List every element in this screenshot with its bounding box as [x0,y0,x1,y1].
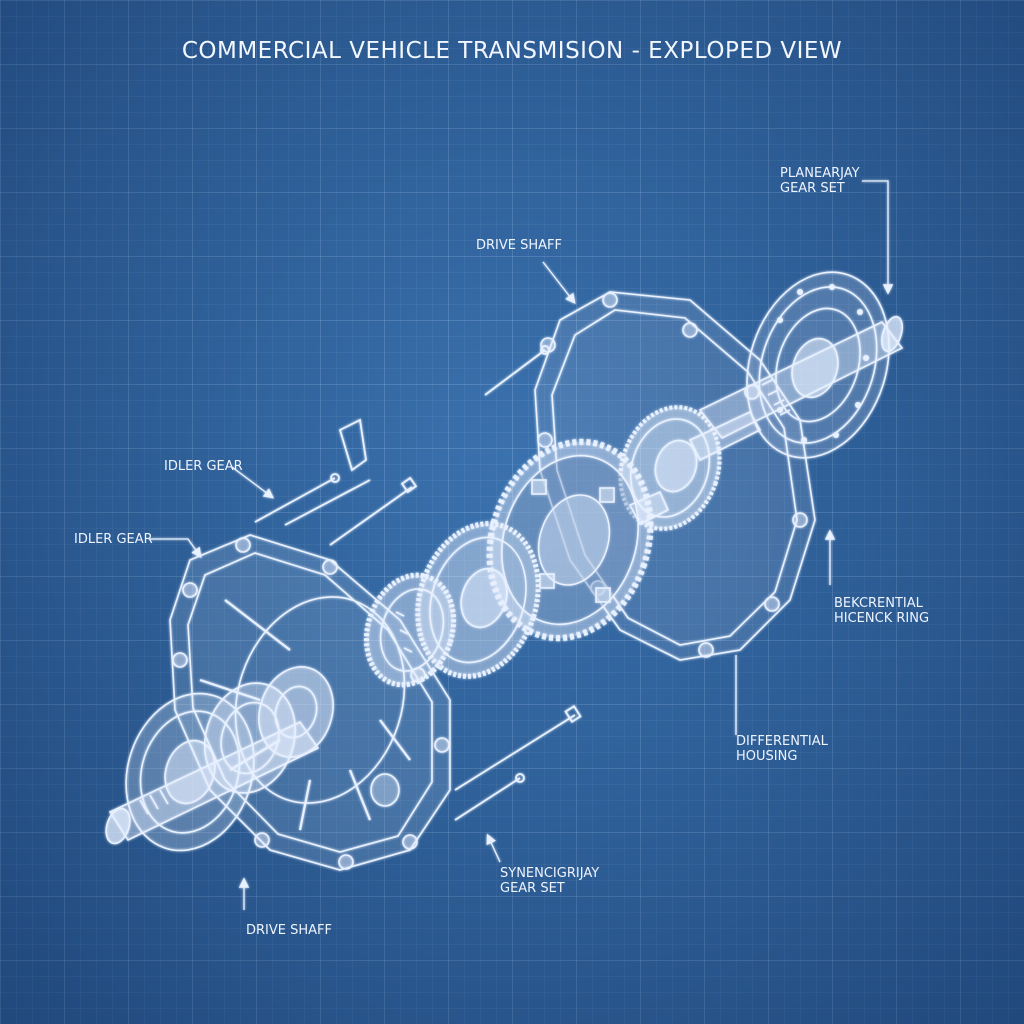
label-synchro-line2: GEAR SET [500,881,565,896]
label-differential-ring: BEKCRENTIAL HICENCK RING [834,596,929,626]
label-housing-line2: HOUSING [736,749,798,764]
label-planetary-line2: GEAR SET [780,181,845,196]
label-differential-housing: DIFFERENTIAL HOUSING [736,734,828,764]
page-title: COMMERCIAL VEHICLE TRANSMISION - EXPLOPE… [181,38,843,64]
input-flange-left [105,666,334,852]
label-synchro-gear-set: SYNENCIGRIJAY GEAR SET [500,866,599,896]
label-ring-line1: BEKCRENTIAL [834,596,923,611]
label-housing-line1: DIFFERENTIAL [736,734,828,749]
label-planetary-line1: PLANEARJAY [780,166,860,181]
fastener-bolts [254,345,582,821]
label-ring-line2: HICENCK RING [834,611,930,626]
label-drive-shaft-top: DRIVE SHAFF [476,238,562,253]
leader-lines [150,180,894,910]
label-idler-gear-lower: IDLER GEAR [74,532,153,547]
label-synchro-line1: SYNENCIGRIJAY [500,866,600,881]
label-planetary-gear-set: PLANEARJAY GEAR SET [780,166,860,196]
label-drive-shaft-bottom: DRIVE SHAFF [246,923,332,938]
label-idler-gear-upper: IDLER GEAR [164,459,243,474]
